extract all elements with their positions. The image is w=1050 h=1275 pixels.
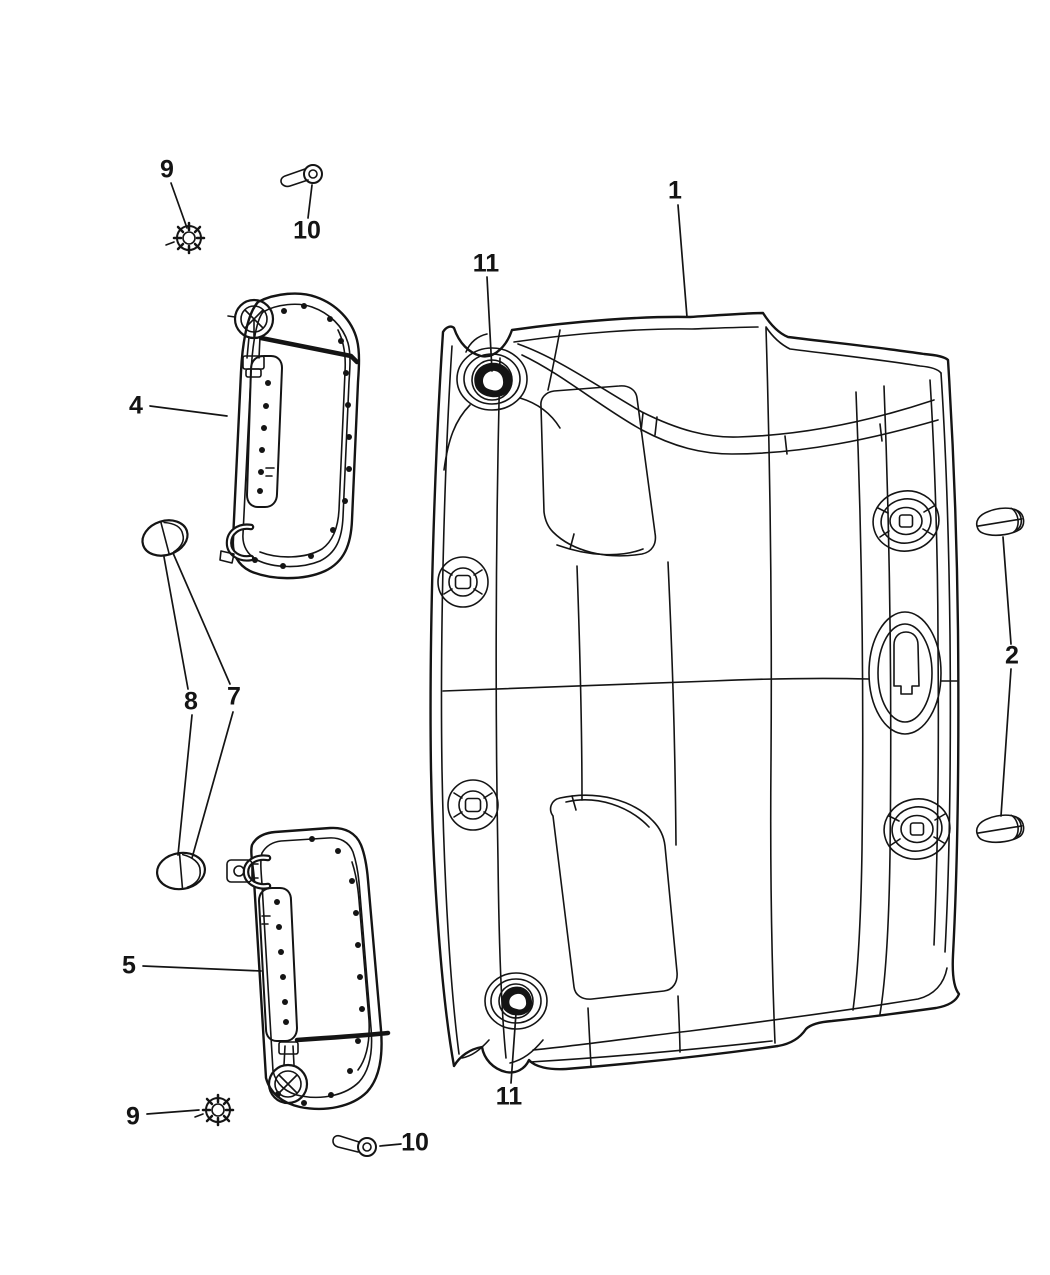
- headliner-rear-recess: [549, 794, 678, 1000]
- callout-1-headliner[interactable]: 1: [668, 176, 682, 205]
- callout-2-visor-caps[interactable]: 2: [1005, 641, 1019, 670]
- callout-4-visor-upper[interactable]: 4: [129, 391, 143, 420]
- callout-5-visor-lower[interactable]: 5: [122, 951, 136, 980]
- visor-snap-dots: [252, 303, 352, 569]
- sun-visor-lower: [226, 826, 391, 1111]
- visor-cap-bottom: [975, 814, 1025, 844]
- callout-leader-lines: [142, 182, 1012, 1147]
- callout-9-nut-top[interactable]: 9: [160, 155, 174, 184]
- headliner-clip-boss-upper-left: [437, 556, 489, 608]
- callout-7-clip[interactable]: 7: [227, 682, 241, 711]
- visor-clip-oval-bottom: [156, 851, 206, 891]
- dome-lamp-bezel: [868, 611, 942, 735]
- headliner-panel: [429, 311, 961, 1074]
- callout-9-nut-bottom[interactable]: 9: [126, 1102, 140, 1131]
- screw-bottom: [332, 1134, 377, 1157]
- callout-10-screw-bottom[interactable]: 10: [401, 1128, 429, 1157]
- visor-cap-top: [975, 507, 1025, 537]
- screw-top: [280, 164, 323, 188]
- headliner-clip-boss-lower-left: [447, 779, 499, 831]
- visor-snap-dots: [274, 836, 365, 1106]
- callout-11-mount-top[interactable]: 11: [472, 249, 500, 278]
- callout-8-clip[interactable]: 8: [184, 687, 198, 716]
- grab-handle-boss-top: [872, 490, 940, 552]
- headliner-front-recess: [540, 385, 657, 557]
- callout-10-screw-top[interactable]: 10: [293, 216, 321, 245]
- grab-handle-boss-bottom: [883, 798, 951, 860]
- retainer-nut-top: [165, 221, 206, 255]
- callout-11-mount-bottom[interactable]: 11: [495, 1082, 523, 1111]
- sun-visor-upper: [219, 292, 361, 580]
- visor-clip-oval-top: [141, 519, 189, 557]
- retainer-nut-bottom: [194, 1093, 235, 1127]
